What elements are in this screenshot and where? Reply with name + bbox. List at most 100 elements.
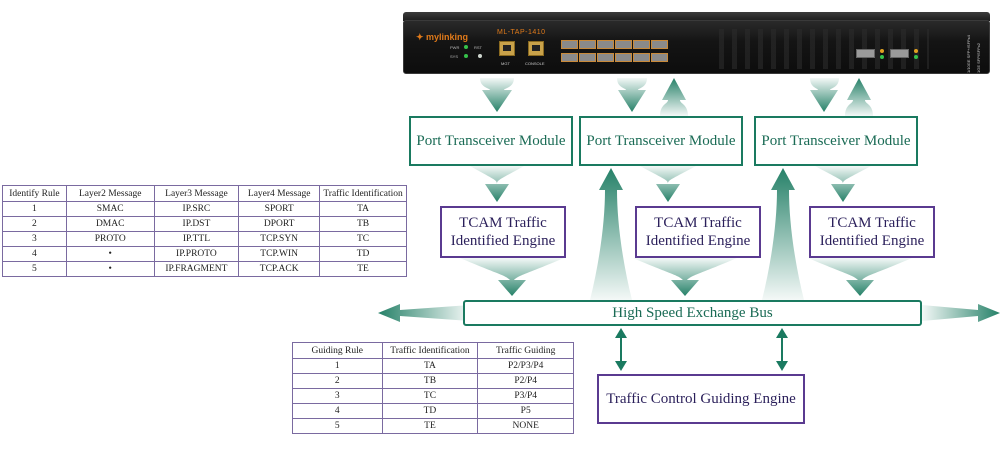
table-cell: 1 bbox=[2, 201, 67, 217]
mgt-port-icon bbox=[499, 41, 515, 56]
arrow-up-module-device-3 bbox=[845, 78, 873, 116]
table-header-row: Guiding Rule Traffic Identification Traf… bbox=[292, 342, 574, 359]
table-cell: TC bbox=[381, 388, 479, 404]
table-cell: IP.TTL bbox=[153, 231, 240, 247]
table-cell: • bbox=[65, 246, 155, 262]
table-cell: TD bbox=[319, 246, 407, 262]
sfp-port-icon bbox=[597, 40, 614, 49]
table-cell: 1 bbox=[292, 358, 383, 374]
device-side-text-1: 1/10GE SFP+/SFPx4 bbox=[966, 35, 971, 73]
table-cell: • bbox=[65, 261, 155, 277]
arrow-down-device-module-2 bbox=[617, 78, 647, 112]
sfp-port-icon bbox=[633, 53, 650, 62]
tcam-line-1: TCAM Traffic bbox=[654, 215, 742, 231]
table-cell: 2 bbox=[2, 216, 67, 232]
high-speed-exchange-bus: High Speed Exchange Bus bbox=[463, 300, 922, 326]
table-cell: TE bbox=[381, 418, 479, 434]
sfp-port-icon bbox=[651, 53, 668, 62]
tcam-line-2: Identified Engine bbox=[645, 233, 751, 249]
port-transceiver-module-3: Port Transceiver Module bbox=[754, 116, 918, 166]
tcam-line-1: TCAM Traffic bbox=[459, 215, 547, 231]
table-cell: 5 bbox=[2, 261, 67, 277]
table-cell: TB bbox=[319, 216, 407, 232]
table-row: 1 TA P2/P3/P4 bbox=[292, 358, 574, 374]
sfp-port-icon bbox=[579, 40, 596, 49]
traffic-control-guiding-engine: Traffic Control Guiding Engine bbox=[597, 374, 805, 424]
table-cell: TA bbox=[319, 201, 407, 217]
port-led-icon bbox=[914, 55, 918, 59]
sfp-port-icon bbox=[651, 40, 668, 49]
port-transceiver-module-1: Port Transceiver Module bbox=[409, 116, 573, 166]
network-tap-device: ✦ mylinking ML-TAP-1410 PWR SYS RST MGT … bbox=[403, 20, 990, 74]
arrow-down-device-module-3 bbox=[810, 78, 839, 112]
arrow-up-bus-module-3 bbox=[762, 168, 804, 300]
table-cell: PROTO bbox=[65, 231, 155, 247]
guiding-rule-table: Guiding Rule Traffic Identification Traf… bbox=[292, 342, 574, 434]
table-header: Layer3 Message bbox=[153, 185, 240, 202]
tcam-line-1: TCAM Traffic bbox=[828, 215, 916, 231]
sfp-port-icon bbox=[890, 49, 909, 58]
arrow-left-bus bbox=[378, 304, 470, 322]
sfp-port-icon bbox=[615, 53, 632, 62]
sfp-port-icon bbox=[633, 40, 650, 49]
arrow-right-bus bbox=[922, 304, 1000, 322]
console-port-label: CONSOLE bbox=[525, 61, 545, 66]
tcam-line-2: Identified Engine bbox=[819, 233, 925, 249]
rst-button-icon bbox=[478, 54, 482, 58]
mgt-port-label: MGT bbox=[501, 61, 510, 66]
table-row: 2 DMAC IP.DST DPORT TB bbox=[2, 216, 407, 232]
arrow-down-module-tcam-2 bbox=[640, 166, 696, 202]
table-cell: DMAC bbox=[65, 216, 155, 232]
table-cell: TCP.ACK bbox=[238, 261, 321, 277]
port-led-icon bbox=[880, 49, 884, 53]
table-header: Identify Rule bbox=[2, 185, 67, 202]
table-cell: TC bbox=[319, 231, 407, 247]
table-row: 3 PROTO IP.TTL TCP.SYN TC bbox=[2, 231, 407, 247]
table-cell: P5 bbox=[477, 403, 574, 419]
table-cell: IP.FRAGMENT bbox=[153, 261, 240, 277]
arrow-down-module-tcam-1 bbox=[470, 166, 524, 202]
sfp-port-icon bbox=[579, 53, 596, 62]
table-cell: 4 bbox=[292, 403, 383, 419]
table-cell: TCP.SYN bbox=[238, 231, 321, 247]
led-label-pwr: PWR bbox=[450, 45, 460, 50]
sfp-port-icon bbox=[561, 40, 578, 49]
table-cell: TA bbox=[381, 358, 479, 374]
led-label-sys: SYS bbox=[450, 54, 459, 59]
table-row: 5 TE NONE bbox=[292, 418, 574, 434]
table-row: 5 • IP.FRAGMENT TCP.ACK TE bbox=[2, 261, 407, 277]
console-port-icon bbox=[528, 41, 544, 56]
sfp-port-icon bbox=[856, 49, 875, 58]
table-cell: IP.DST bbox=[153, 216, 240, 232]
arrow-bus-control-1 bbox=[615, 328, 627, 371]
table-header: Traffic Identification bbox=[381, 342, 479, 359]
table-cell: P2/P3/P4 bbox=[477, 358, 574, 374]
table-cell: SMAC bbox=[65, 201, 155, 217]
table-cell: 5 bbox=[292, 418, 383, 434]
table-cell: TD bbox=[381, 403, 479, 419]
table-row: 4 • IP.PROTO TCP.WIN TD bbox=[2, 246, 407, 262]
arrow-down-device-module-1 bbox=[480, 78, 514, 112]
arrow-up-bus-module-2 bbox=[590, 168, 632, 300]
port-led-icon bbox=[880, 55, 884, 59]
table-cell: IP.PROTO bbox=[153, 246, 240, 262]
table-cell: IP.SRC bbox=[153, 201, 240, 217]
table-row: 3 TC P3/P4 bbox=[292, 388, 574, 404]
table-cell: TB bbox=[381, 373, 479, 389]
arrow-down-tcam-bus-3 bbox=[808, 258, 912, 296]
table-cell: TE bbox=[319, 261, 407, 277]
identify-rule-table: Identify Rule Layer2 Message Layer3 Mess… bbox=[2, 185, 407, 277]
arrow-down-tcam-bus-2 bbox=[633, 258, 737, 296]
table-header-row: Identify Rule Layer2 Message Layer3 Mess… bbox=[2, 185, 407, 202]
sfp-port-icon bbox=[561, 53, 578, 62]
table-header: Traffic Identification bbox=[319, 185, 407, 202]
table-header: Guiding Rule bbox=[292, 342, 383, 359]
table-header: Traffic Guiding bbox=[477, 342, 574, 359]
table-cell: 3 bbox=[2, 231, 67, 247]
arrow-down-tcam-bus-1 bbox=[460, 258, 564, 296]
led-label-rst: RST bbox=[474, 45, 482, 50]
